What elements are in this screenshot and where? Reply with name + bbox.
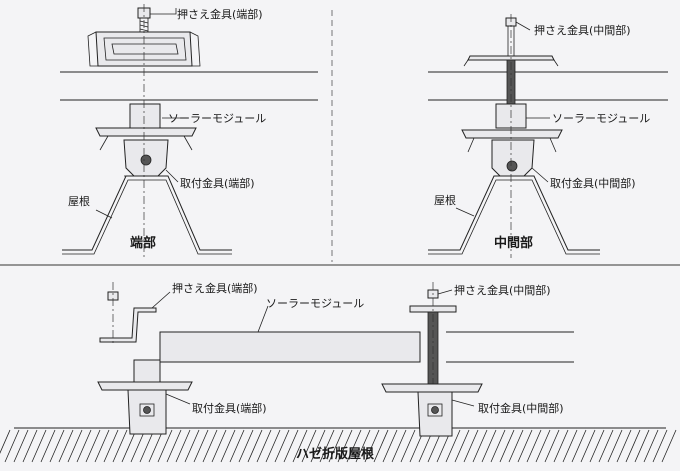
caption-end: 端部 (130, 235, 156, 251)
leader (451, 399, 475, 407)
top-left-panel: 押さえ金具(端部) ソーラーモジュール 取付金具(端部) 屋根 端部 (60, 4, 318, 258)
leader (150, 8, 177, 15)
end-bracket (95, 103, 197, 177)
top-right-panel: 押さえ金具(中間部) ソーラーモジュール 取付金具(中間部) 屋根 中間部 (428, 14, 668, 258)
mid-bracket-side (381, 383, 483, 437)
end-bracket-side (97, 359, 193, 435)
leader (437, 289, 453, 295)
mid-bracket-label: 取付金具(中間部) (550, 176, 636, 190)
roof-profile-right (428, 175, 600, 255)
module-side-label: ソーラーモジュール (266, 297, 364, 310)
mid-clamp-label: 押さえ金具(中間部) (534, 23, 631, 37)
module-label: ソーラーモジュール (168, 112, 266, 125)
caption-mid: 中間部 (494, 235, 533, 251)
roof-label: 屋根 (434, 193, 456, 207)
leader (515, 21, 531, 31)
end-bracket-side-label: 取付金具(端部) (192, 401, 267, 415)
end-clamp-side-label: 押さえ金具(端部) (172, 281, 258, 295)
end-clamp-side (99, 282, 157, 344)
end-bracket-label: 取付金具(端部) (180, 176, 255, 190)
mid-clamp-side-label: 押さえ金具(中間部) (454, 283, 551, 297)
roof-profile-left (62, 175, 232, 255)
leader (455, 207, 475, 217)
seam-roof (0, 427, 677, 463)
leader (95, 209, 113, 219)
leader (531, 167, 549, 183)
leader (151, 291, 171, 309)
mid-bracket (461, 103, 563, 177)
mid-bracket-side-label: 取付金具(中間部) (478, 401, 564, 415)
seam-roof-label: ハゼ折版屋根 (296, 446, 375, 462)
leader (165, 393, 191, 405)
module-label: ソーラーモジュール (552, 112, 650, 125)
leader (165, 169, 179, 183)
bottom-panel: 押さえ金具(端部) 押さえ金具(中間部) ソーラーモジュール 取付金具(端部) … (0, 281, 677, 463)
leader (257, 305, 269, 333)
roof-label: 屋根 (68, 194, 90, 208)
end-clamp-label: 押さえ金具(端部) (177, 7, 263, 21)
solar-module (159, 331, 574, 363)
